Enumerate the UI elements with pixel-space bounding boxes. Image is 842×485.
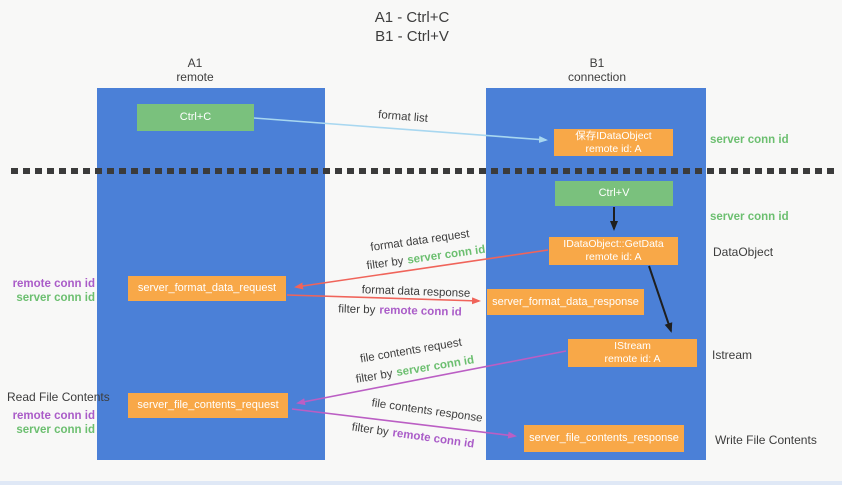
lifeline-header-a1: A1 remote [125,57,265,85]
file-contents-response-label: file contents response [370,397,484,425]
read-file-contents-label: Read File Contents [7,390,110,404]
server-format-data-request-box: server_format_data_request [128,276,286,301]
save-dataobject-line1: 保存IDataObject [575,129,652,142]
ctrl-v-label: Ctrl+V [598,187,630,199]
filter-prefix: filter by [354,367,394,386]
server-format-data-response-box: server_format_data_response [487,289,644,315]
save-dataobject-line2: remote id: A [585,142,642,155]
getdata-line2: remote id: A [585,251,642,263]
file-response-label: server_file_contents_response [529,432,679,444]
lifeline-a1-name: A1 [187,56,203,70]
title-line-2: B1 - Ctrl+V [375,28,449,45]
lifeline-b1-name: B1 [589,56,605,70]
server-conn-id-label: server conn id [16,292,95,304]
istream-line1: IStream [614,340,651,352]
bottom-edge-strip [0,481,842,485]
lifeline-a1-role: remote [176,70,214,84]
server-conn-id-label-top: server conn id [710,134,789,146]
filter-prefix: filter by [365,255,405,273]
ctrl-c-action-box: Ctrl+C [137,104,254,131]
save-dataobject-box: 保存IDataObject remote id: A [554,129,673,156]
title-line-1: A1 - Ctrl+C [374,9,450,26]
filter-prefix: filter by [338,303,376,317]
format-request-conn-ids: remote conn id server conn id [5,277,95,305]
server-file-contents-response-box: server_file_contents_response [524,425,684,452]
remote-conn-id-label: remote conn id [12,278,95,290]
filter-server-conn-id: server conn id [395,354,476,380]
filter-remote-conn-id: remote conn id [379,304,462,319]
remote-conn-id-label: remote conn id [12,410,95,422]
file-request-label: server_file_contents_request [137,399,279,411]
server-file-contents-request-box: server_file_contents_request [128,393,288,418]
format-data-response-label: format data response [361,284,471,300]
istream-box: IStream remote id: A [568,339,697,367]
write-file-contents-label: Write File Contents [715,433,817,447]
filter-remote-conn-id: remote conn id [391,427,475,451]
dataobject-label: DataObject [713,245,774,259]
getdata-line1: IDataObject::GetData [563,238,664,250]
phase-divider-dashed-line [11,168,838,174]
server-conn-id-label-mid: server conn id [710,211,789,223]
lifeline-b1-role: connection [567,70,627,84]
ctrl-v-action-box: Ctrl+V [555,181,673,206]
diagram-title: A1 - Ctrl+C B1 - Ctrl+V [292,8,532,46]
idataobject-getdata-box: IDataObject::GetData remote id: A [549,237,678,265]
file-request-conn-ids: remote conn id server conn id [5,409,95,437]
format-list-label: format list [377,109,429,125]
format-request-label: server_format_data_request [137,282,277,294]
filter-prefix: filter by [351,421,390,439]
server-conn-id-label: server conn id [16,424,95,436]
istream-line2: remote id: A [604,353,661,365]
format-response-label: server_format_data_response [492,295,639,308]
ctrl-c-label: Ctrl+C [179,111,212,123]
lifeline-header-b1: B1 connection [527,57,667,85]
istream-side-label: Istream [712,348,753,362]
